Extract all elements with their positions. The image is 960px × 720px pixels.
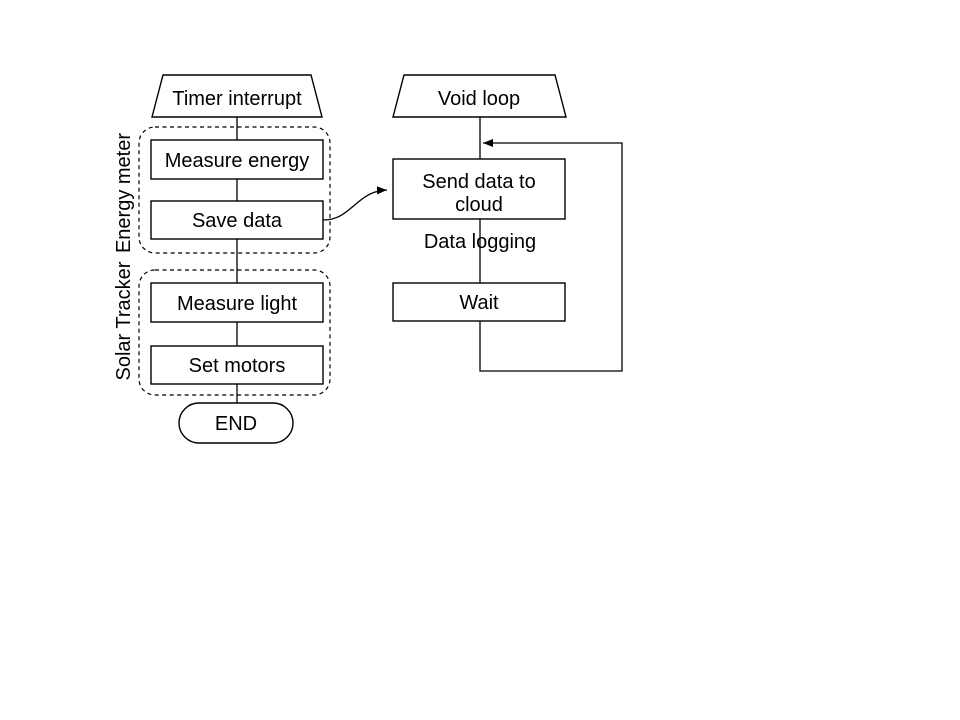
void-loop-trapezoid	[392, 74, 567, 118]
set-motors-label: Set motors	[189, 355, 286, 377]
send-data-to-cloud-label-line1: Send data to	[422, 171, 535, 193]
measure-light-box	[150, 282, 324, 323]
main-loop-flow: Void loop Send data to cloud Data loggin…	[392, 74, 623, 372]
solar-tracker-group-label: Solar Tracker	[113, 261, 135, 380]
energy-meter-group-label: Energy meter	[113, 133, 135, 253]
save-data-label: Save data	[192, 210, 283, 232]
loop-back-edge	[479, 139, 623, 372]
end-terminator	[178, 402, 294, 444]
subroutine-flow: Energy meter Solar Tracker Timer interru…	[113, 74, 331, 444]
void-loop-label: Void loop	[438, 88, 520, 110]
measure-energy-label: Measure energy	[165, 150, 310, 172]
measure-light-label: Measure light	[177, 293, 298, 315]
send-data-to-cloud-label-line2: cloud	[455, 194, 503, 216]
set-motors-box	[150, 345, 324, 385]
measure-energy-box	[150, 139, 324, 180]
end-label: END	[215, 413, 257, 435]
save-data-box	[150, 200, 324, 240]
timer-interrupt-trapezoid	[151, 74, 323, 118]
energy-meter-group-frame	[138, 126, 331, 254]
wait-label: Wait	[459, 292, 499, 314]
save-data-to-cloud-curved-edge	[322, 186, 388, 221]
timer-interrupt-label: Timer interrupt	[172, 88, 302, 110]
data-logging-edge-label: Data logging	[424, 231, 536, 253]
wait-box	[392, 282, 566, 322]
send-data-to-cloud-box	[392, 158, 566, 220]
